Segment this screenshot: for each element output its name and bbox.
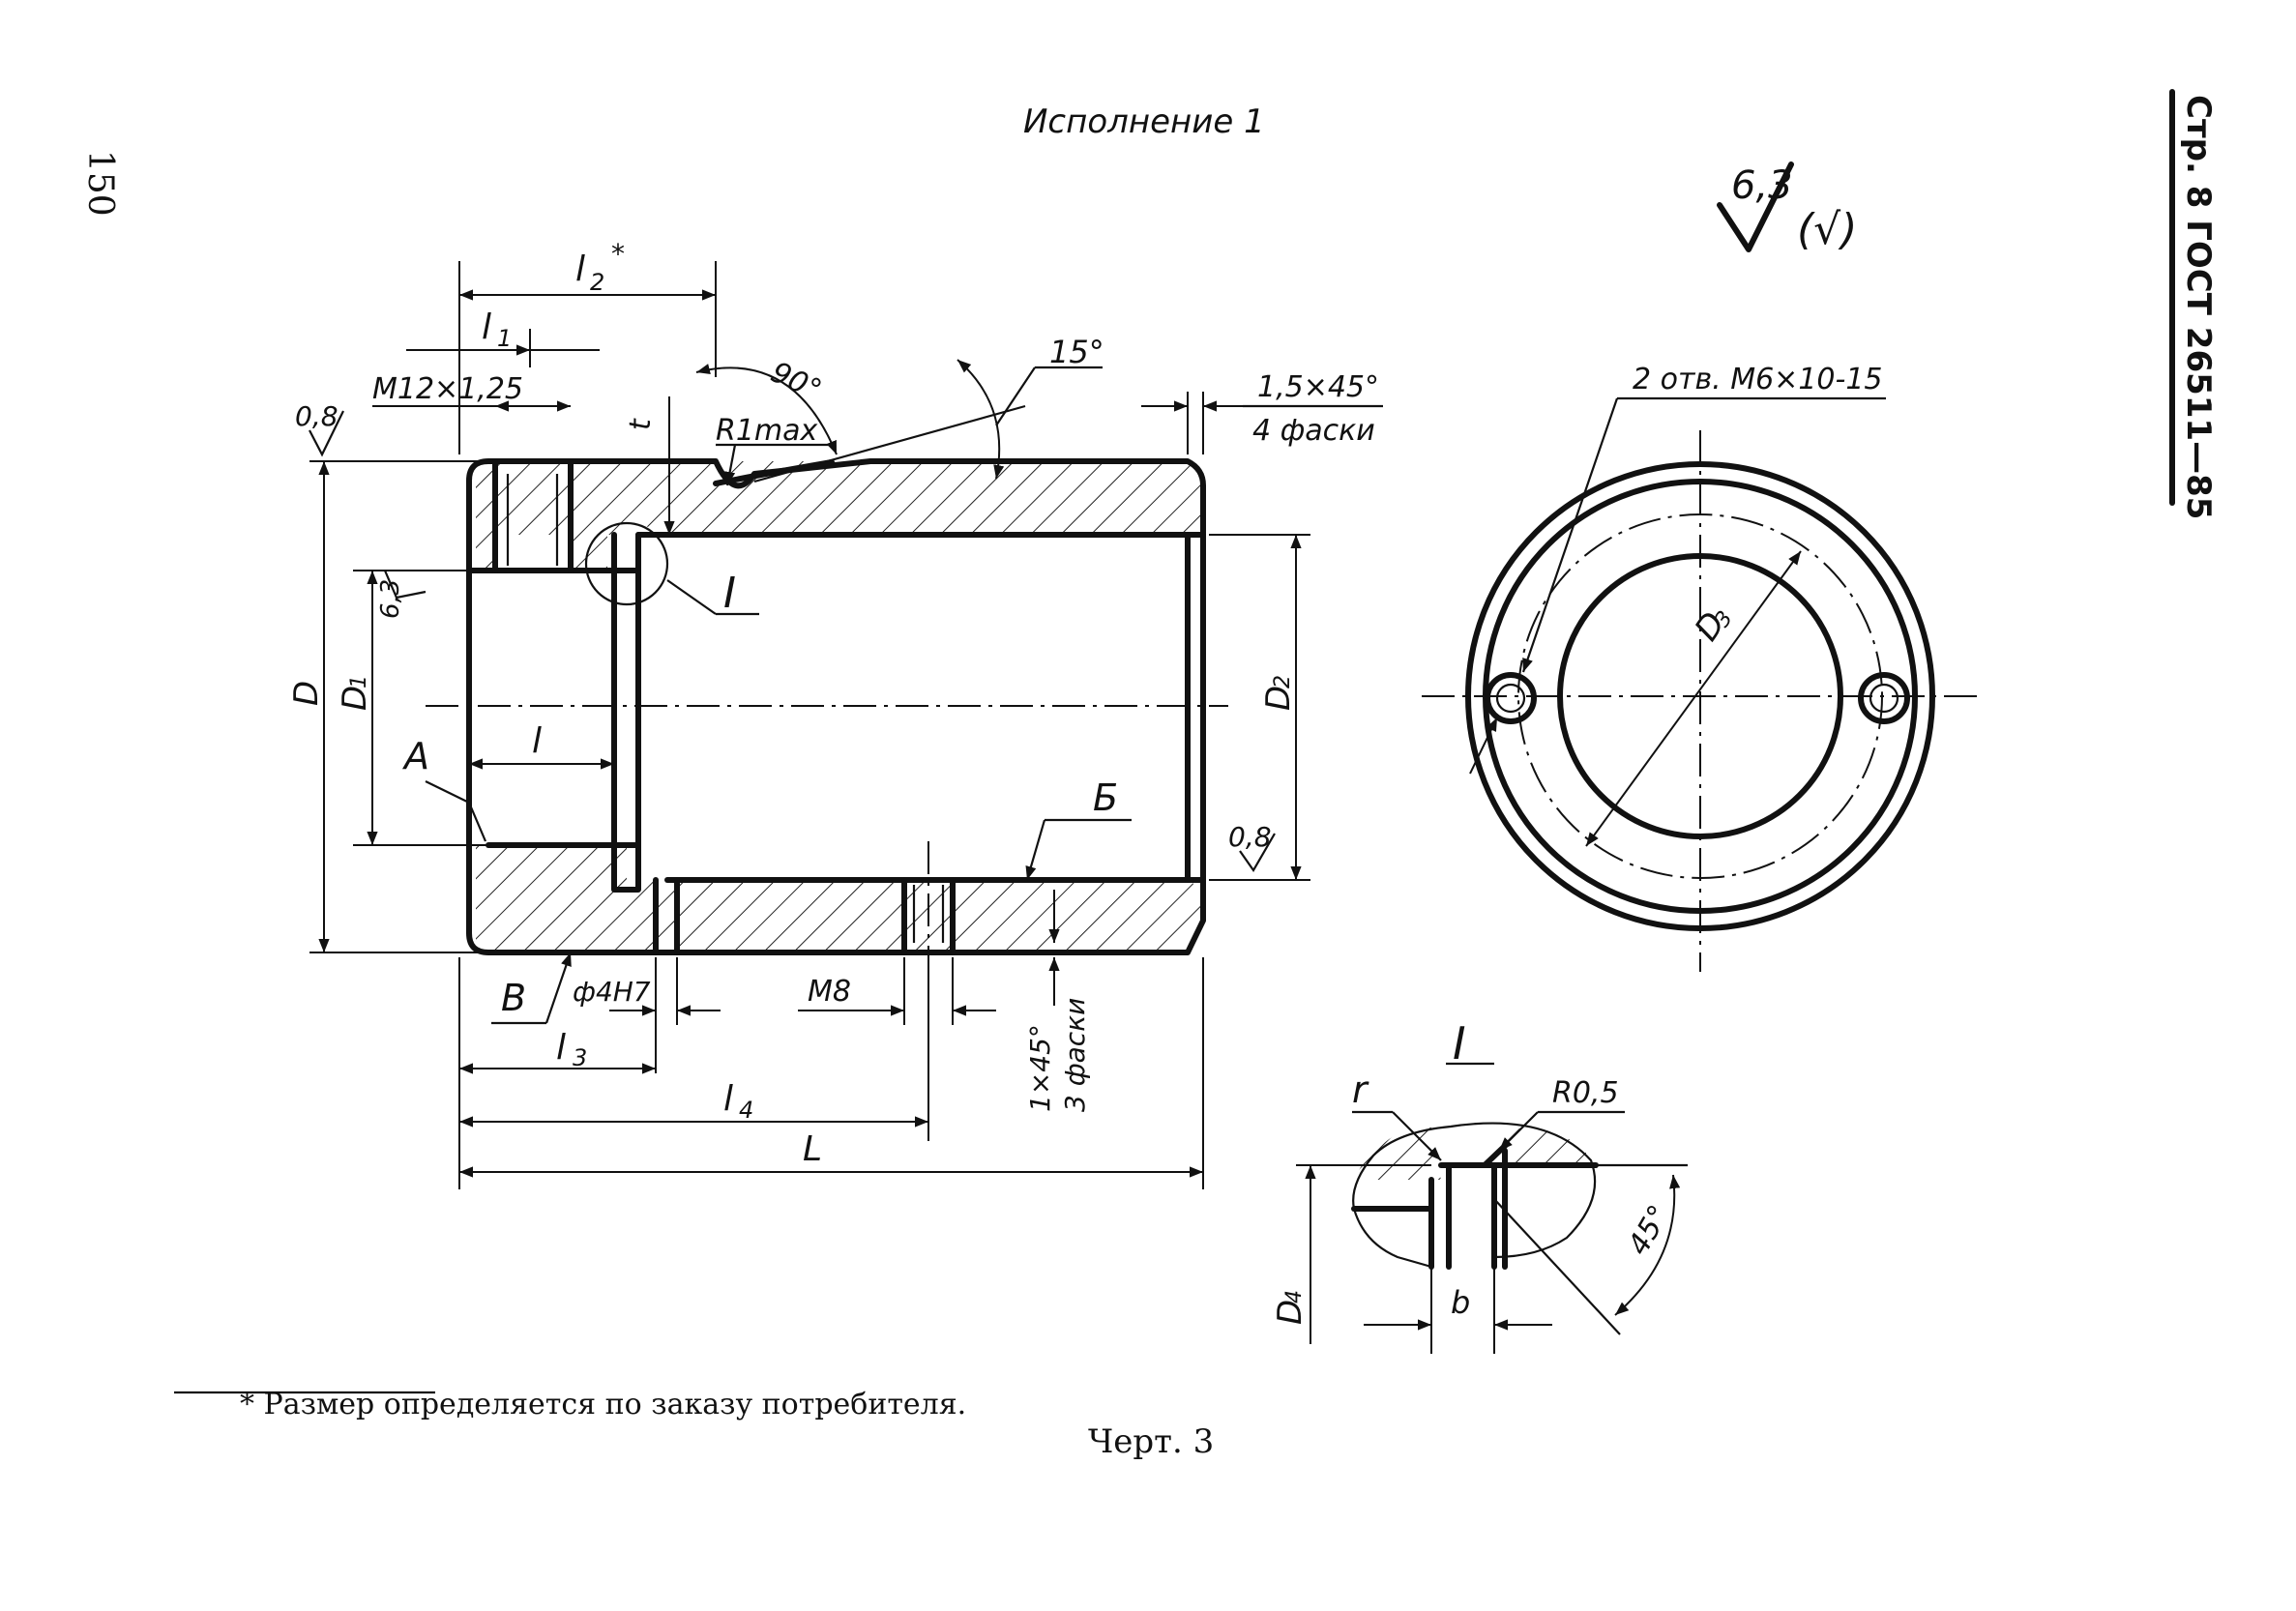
roughness-symbol-general: 6,3 (√) (1717, 161, 1857, 254)
svg-text:(√): (√) (1797, 205, 1857, 254)
svg-text:1: 1 (347, 675, 371, 688)
svg-text:2: 2 (1271, 675, 1295, 688)
detail-b: b (1451, 1284, 1470, 1321)
dim-l4: l (723, 1079, 733, 1119)
dim-r1max: R1max (716, 414, 818, 448)
detail-hatch (1354, 1127, 1441, 1180)
dim-l3: l (556, 1028, 566, 1068)
svg-text:*: * (611, 238, 625, 270)
detail-title: I (1453, 1017, 1466, 1069)
svg-text:4: 4 (739, 1097, 753, 1124)
variant-title: Исполнение 1 (1023, 103, 1265, 141)
mount-hole-left (1485, 672, 1537, 724)
svg-text:1: 1 (497, 325, 512, 352)
dim-angle-15: 15° (1049, 334, 1104, 370)
figure-caption: Черт. 3 (1088, 1422, 1214, 1461)
dim-d-outer: D (287, 681, 326, 706)
detail-view: I r R0,5 D 4 b 45° (1271, 1017, 1688, 1354)
dim-angle-90: 90° (766, 356, 827, 408)
detail-r: r (1352, 1069, 1369, 1111)
dim-L: L (803, 1129, 822, 1169)
dim-chamfer-15: 1,5×45° (1257, 370, 1379, 404)
dim-l1: l (482, 308, 491, 347)
roughness-63-left: 6,3 (376, 570, 427, 619)
dim-l: l (532, 721, 542, 761)
dim-t: t (624, 418, 658, 430)
dim-chamfer-15-count: 4 фаски (1252, 414, 1375, 448)
svg-text:2: 2 (590, 269, 604, 296)
detail-d4: D (1271, 1300, 1310, 1325)
dim-d2: D (1259, 686, 1298, 711)
bottom-wall-hatch (476, 845, 1203, 952)
label-surface-a: А (401, 735, 429, 777)
end-view: D 3 2 отв. M6×10-15 (1422, 363, 1978, 972)
top-wall-hatch (476, 461, 1203, 571)
detail-angle: 45° (1622, 1199, 1677, 1261)
footnote: * Размер определяется по заказу потребит… (240, 1388, 966, 1421)
svg-text:4: 4 (1282, 1290, 1307, 1303)
holes-label: 2 отв. M6×10-15 (1633, 363, 1883, 396)
dim-hole-pin: ф4H7 (573, 976, 651, 1008)
svg-text:Стр. 8 ГОСТ 26511—85: Стр. 8 ГОСТ 26511—85 (2179, 95, 2218, 519)
label-detail-ref: I (723, 569, 736, 618)
svg-text:3: 3 (573, 1044, 587, 1071)
side-header: Стр. 8 ГОСТ 26511—85 (2179, 95, 2218, 519)
page-number: 150 (80, 150, 120, 217)
svg-text:150: 150 (80, 150, 120, 217)
label-surface-b: Б (1093, 776, 1118, 819)
dim-thread-m12: M12×1,25 (372, 372, 523, 406)
main-dimensions: l 2 * l 1 M12×1,25 0,8 D D 1 6,3 (287, 238, 1383, 1189)
svg-text:0,8: 0,8 (1228, 821, 1272, 853)
label-surface-v: В (501, 977, 526, 1019)
svg-text:0,8: 0,8 (295, 400, 339, 432)
dim-chamfer-1-count: 3 фаски (1059, 998, 1091, 1112)
dim-l2: l (575, 249, 585, 289)
dim-d1: D (336, 686, 374, 711)
outer-contour (466, 458, 1206, 955)
mount-hole-right (1858, 672, 1910, 724)
detail-r05: R0,5 (1552, 1076, 1619, 1110)
detail-circle (584, 521, 669, 606)
dim-chamfer-1: 1×45° (1024, 1024, 1056, 1112)
roughness-08-left: 0,8 (295, 400, 344, 457)
roughness-08-right: 0,8 (1228, 821, 1276, 873)
dim-thread-m8: M8 (808, 975, 851, 1009)
section-view (426, 458, 1228, 967)
